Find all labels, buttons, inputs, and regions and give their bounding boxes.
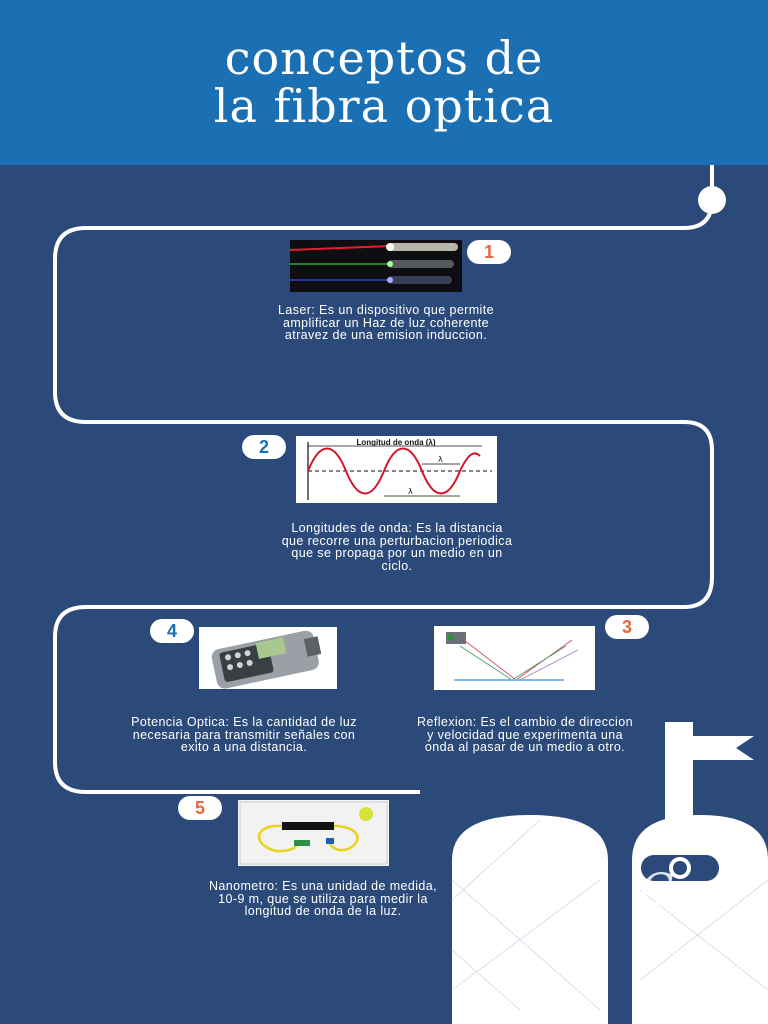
step-5-badge: 5 (178, 796, 222, 820)
wavelength-symbol-1: λ (438, 455, 443, 464)
optical-power-meter-image (199, 627, 337, 689)
wavelength-diagram-image: Longitud de onda (λ) λ λ (296, 436, 497, 503)
title-line-2: la fibra optica (213, 79, 555, 133)
step-2-number: 2 (258, 437, 269, 457)
step-3-number: 3 (621, 617, 632, 637)
step-5-number: 5 (194, 798, 205, 818)
step-2-badge: 2 (242, 435, 286, 459)
step-4-text: Potencia Optica: Es la cantidad de luz n… (131, 715, 357, 754)
step-2-text: Longitudes de onda: Es la distancia que … (281, 521, 513, 573)
step-3-badge: 3 (605, 615, 649, 639)
step-5-text: Nanometro: Es una unidad de medida, 10-9… (208, 879, 438, 918)
step-4-number: 4 (166, 621, 177, 641)
step-1-number: 1 (483, 242, 494, 262)
reflection-diagram-image (434, 626, 595, 690)
step-3-text: Reflexion: Es el cambio de direccion y v… (417, 715, 633, 754)
fiber-splitter-image (238, 800, 389, 866)
step-1-text: Laser: Es un dispositivo que permite amp… (278, 303, 494, 342)
wavelength-symbol-2: λ (408, 487, 413, 496)
wavelength-diagram-label: Longitud de onda (λ) (356, 438, 435, 447)
laser-pointers-image (290, 240, 462, 292)
page-title: conceptos de la fibra optica (0, 34, 768, 130)
title-line-1: conceptos de (224, 31, 544, 85)
watermark-text: Can (640, 865, 728, 916)
header-banner: conceptos de la fibra optica (0, 0, 768, 165)
step-4-badge: 4 (150, 619, 194, 643)
step-1-badge: 1 (467, 240, 511, 264)
